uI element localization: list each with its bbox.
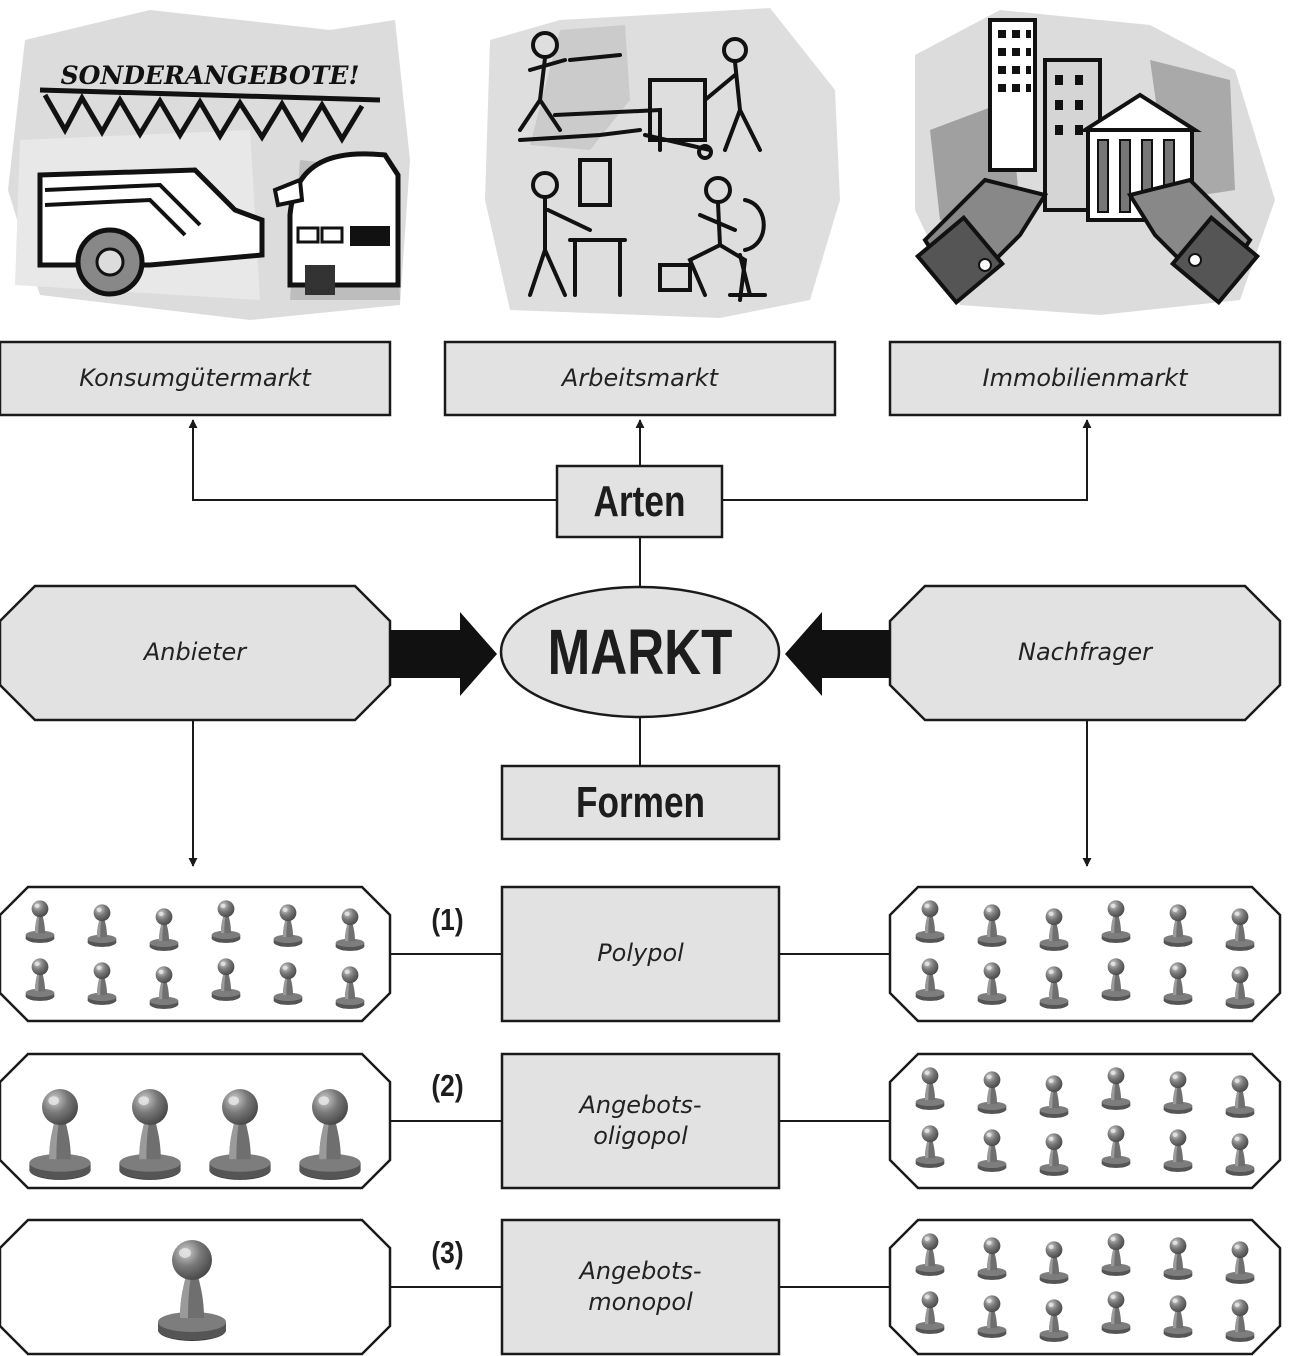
buildings-in-hands-illustration-icon <box>914 10 1275 315</box>
market-type-box-labour <box>443 340 837 417</box>
market-type-box-consumer <box>0 340 392 417</box>
connector-to-consumer <box>188 419 557 501</box>
supplier-box <box>0 584 392 722</box>
row-1 <box>0 885 1282 1023</box>
row-1-supplier-box <box>0 885 392 1023</box>
market-type-box-realestate <box>888 340 1282 417</box>
row-2-demander-box <box>888 1052 1282 1190</box>
market-ellipse <box>499 585 781 719</box>
connector-to-realestate <box>722 419 1092 501</box>
workers-illustration-icon <box>485 8 840 318</box>
forms-heading-box <box>500 764 781 841</box>
row-2 <box>0 1052 1282 1190</box>
row-3-demander-box <box>888 1218 1282 1356</box>
row-3-form-box <box>500 1218 781 1356</box>
row-2-form-box <box>500 1052 781 1190</box>
row-1-form-box <box>500 885 781 1023</box>
supplier-to-market-arrow <box>390 612 497 696</box>
demander-box <box>888 584 1282 722</box>
row-1-demander-box <box>888 885 1282 1023</box>
demander-to-market-arrow <box>785 612 890 696</box>
sale-banner-text: SONDERANGEBOTE! <box>61 61 360 90</box>
car-sale-illustration-icon <box>8 10 410 320</box>
row-2-supplier-box <box>0 1052 392 1190</box>
row-3 <box>0 1218 1282 1356</box>
types-heading-box <box>555 464 724 539</box>
